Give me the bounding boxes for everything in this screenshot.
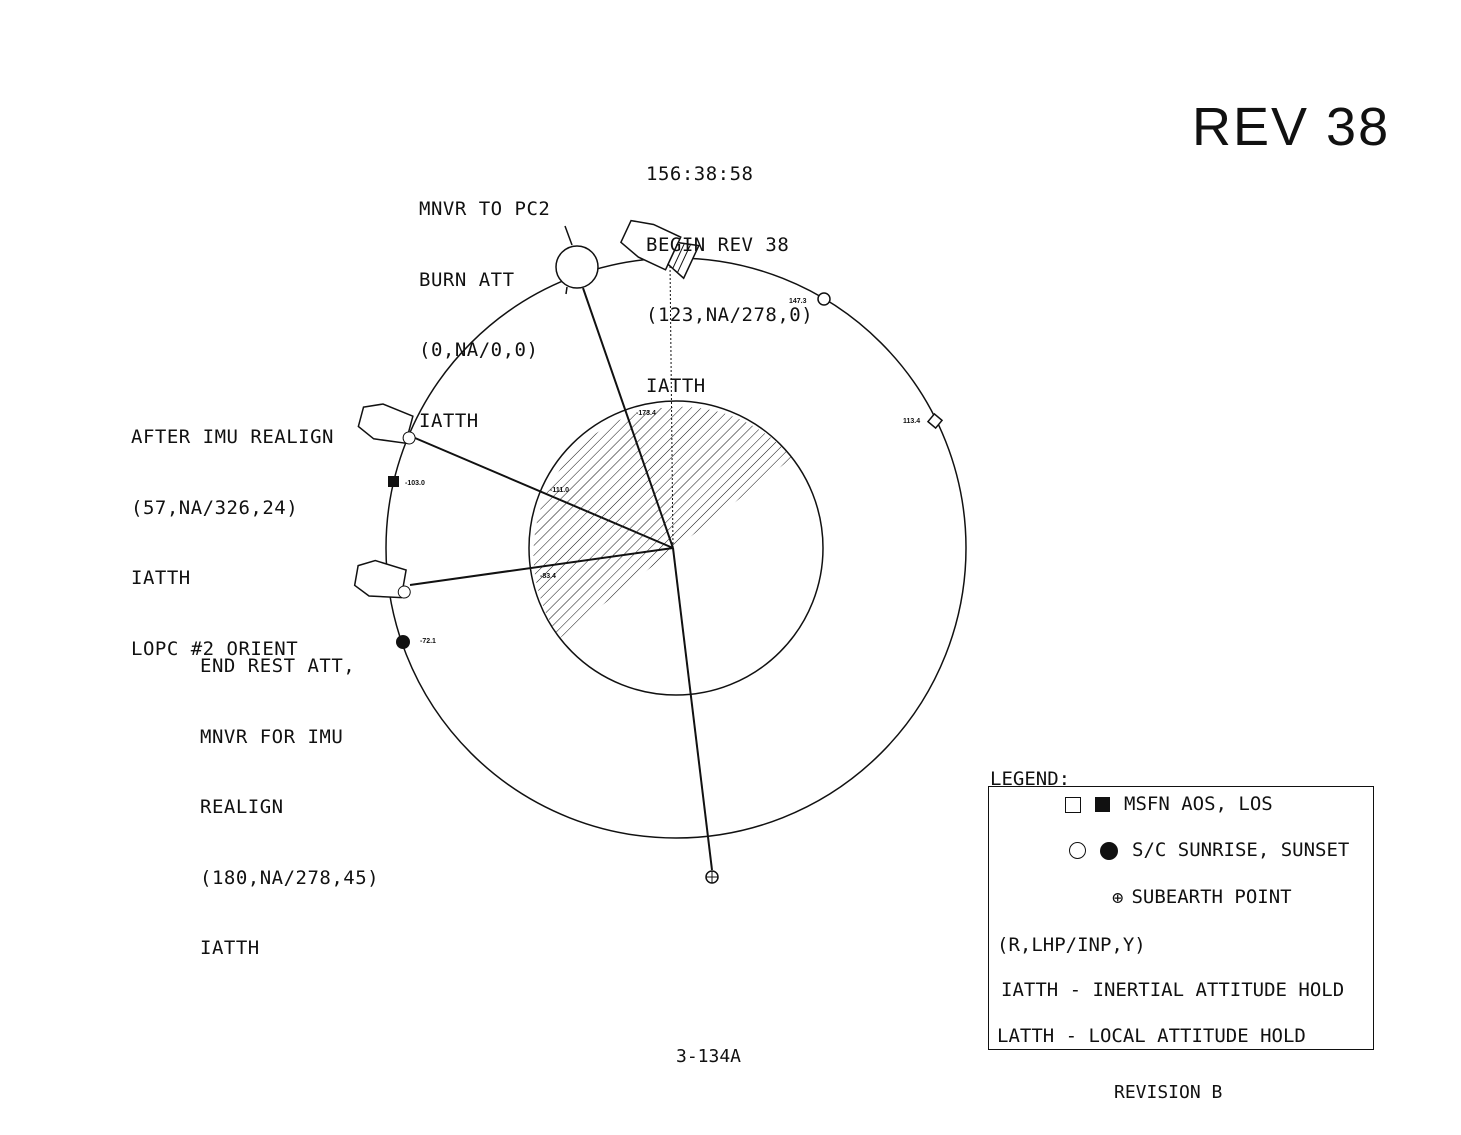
after-imu-annotation: AFTER IMU REALIGN (57,NA/326,24) IATTH L… (131, 379, 334, 685)
end-rest-annotation: END REST ATT, MNVR FOR IMU REALIGN (180,… (200, 608, 379, 984)
sunrise-circle-icon (1069, 842, 1086, 859)
imu-line (414, 437, 674, 549)
revision-label: REVISION B (1114, 1082, 1223, 1103)
sunset-marker-icon (396, 635, 410, 649)
annotation-line: (123,NA/278,0) (646, 304, 814, 326)
sunrise-label: 147.3 (789, 298, 807, 305)
legend-title: LEGEND: (990, 768, 1071, 790)
annotation-line: (0,NA/0,0) (419, 339, 539, 361)
annotation-line: MNVR TO PC2 (419, 198, 551, 220)
los-marker-icon (388, 476, 399, 487)
mnvr-pc2-annotation: MNVR TO PC2 BURN ATT (0,NA/0,0) IATTH (419, 151, 550, 457)
moon-dark-side (533, 406, 792, 638)
annotation-line: IATTH (200, 937, 260, 959)
inner-lower-label: -83.4 (540, 573, 556, 580)
moon-circle (528, 400, 824, 696)
csm-spacecraft-icon (357, 403, 416, 445)
inner-top-label: -173.4 (636, 410, 656, 417)
rest-line (409, 547, 674, 586)
aos-marker-icon (926, 412, 944, 430)
begin-rev-annotation: 156:38:58 BEGIN REV 38 (123,NA/278,0) IA… (646, 116, 813, 422)
csm-spacecraft-icon (353, 559, 411, 599)
legend-iatth: IATTH - INERTIAL ATTITUDE HOLD (1001, 979, 1345, 1001)
annotation-line: AFTER IMU REALIGN (131, 426, 334, 448)
los-square-icon (1095, 797, 1110, 812)
aos-square-icon (1065, 796, 1081, 813)
page-number: 3-134A (676, 1046, 742, 1067)
sunset-circle-icon (1100, 841, 1118, 860)
legend-row-subearth: ⊕ SUBEARTH POINT (1112, 886, 1292, 909)
legend-row-msfn: MSFN AOS, LOS (1065, 793, 1273, 815)
subearth-point-icon (705, 870, 719, 884)
rev-title: REV 38 (1192, 97, 1391, 157)
subearth-line (672, 547, 713, 871)
inner-upper-label: -111.0 (550, 487, 570, 494)
annotation-line: MNVR FOR IMU (200, 725, 344, 748)
sunrise-marker-icon (817, 292, 831, 306)
annotation-line: 156:38:58 (646, 163, 754, 185)
legend-attitude-format: (R,LHP/INP,Y) (997, 934, 1146, 956)
annotation-line: END REST ATT, (200, 655, 356, 677)
annotation-line: LOPC #2 ORIENT (131, 637, 299, 660)
annotation-line: (57,NA/326,24) (131, 496, 299, 519)
annotation-line: REALIGN (200, 796, 284, 818)
annotation-line: IATTH (419, 409, 479, 432)
annotation-line: BURN ATT (419, 268, 515, 291)
annotation-line: BEGIN REV 38 (646, 233, 790, 256)
csm-spacecraft-icon (620, 219, 700, 280)
legend-label: S/C SUNRISE, SUNSET (1132, 839, 1350, 861)
legend-row-sun: S/C SUNRISE, SUNSET (1069, 839, 1349, 861)
aos-label: 113.4 (903, 418, 921, 425)
los-label: -103.0 (405, 480, 425, 487)
annotation-line: IATTH (131, 567, 191, 589)
legend-label: MSFN AOS, LOS (1124, 793, 1273, 815)
annotation-line: IATTH (646, 374, 706, 397)
sunset-label: -72.1 (420, 638, 436, 645)
legend-box: MSFN AOS, LOS S/C SUNRISE, SUNSET ⊕ SUBEA… (988, 786, 1374, 1050)
lm-spacecraft-icon (555, 225, 599, 295)
subearth-icon: ⊕ (1112, 886, 1124, 909)
annotation-line: (180,NA/278,45) (200, 866, 380, 889)
legend-latth: LATTH - LOCAL ATTITUDE HOLD (997, 1025, 1306, 1047)
legend-label: SUBEARTH POINT (1131, 886, 1292, 908)
pc2-line (582, 287, 674, 549)
